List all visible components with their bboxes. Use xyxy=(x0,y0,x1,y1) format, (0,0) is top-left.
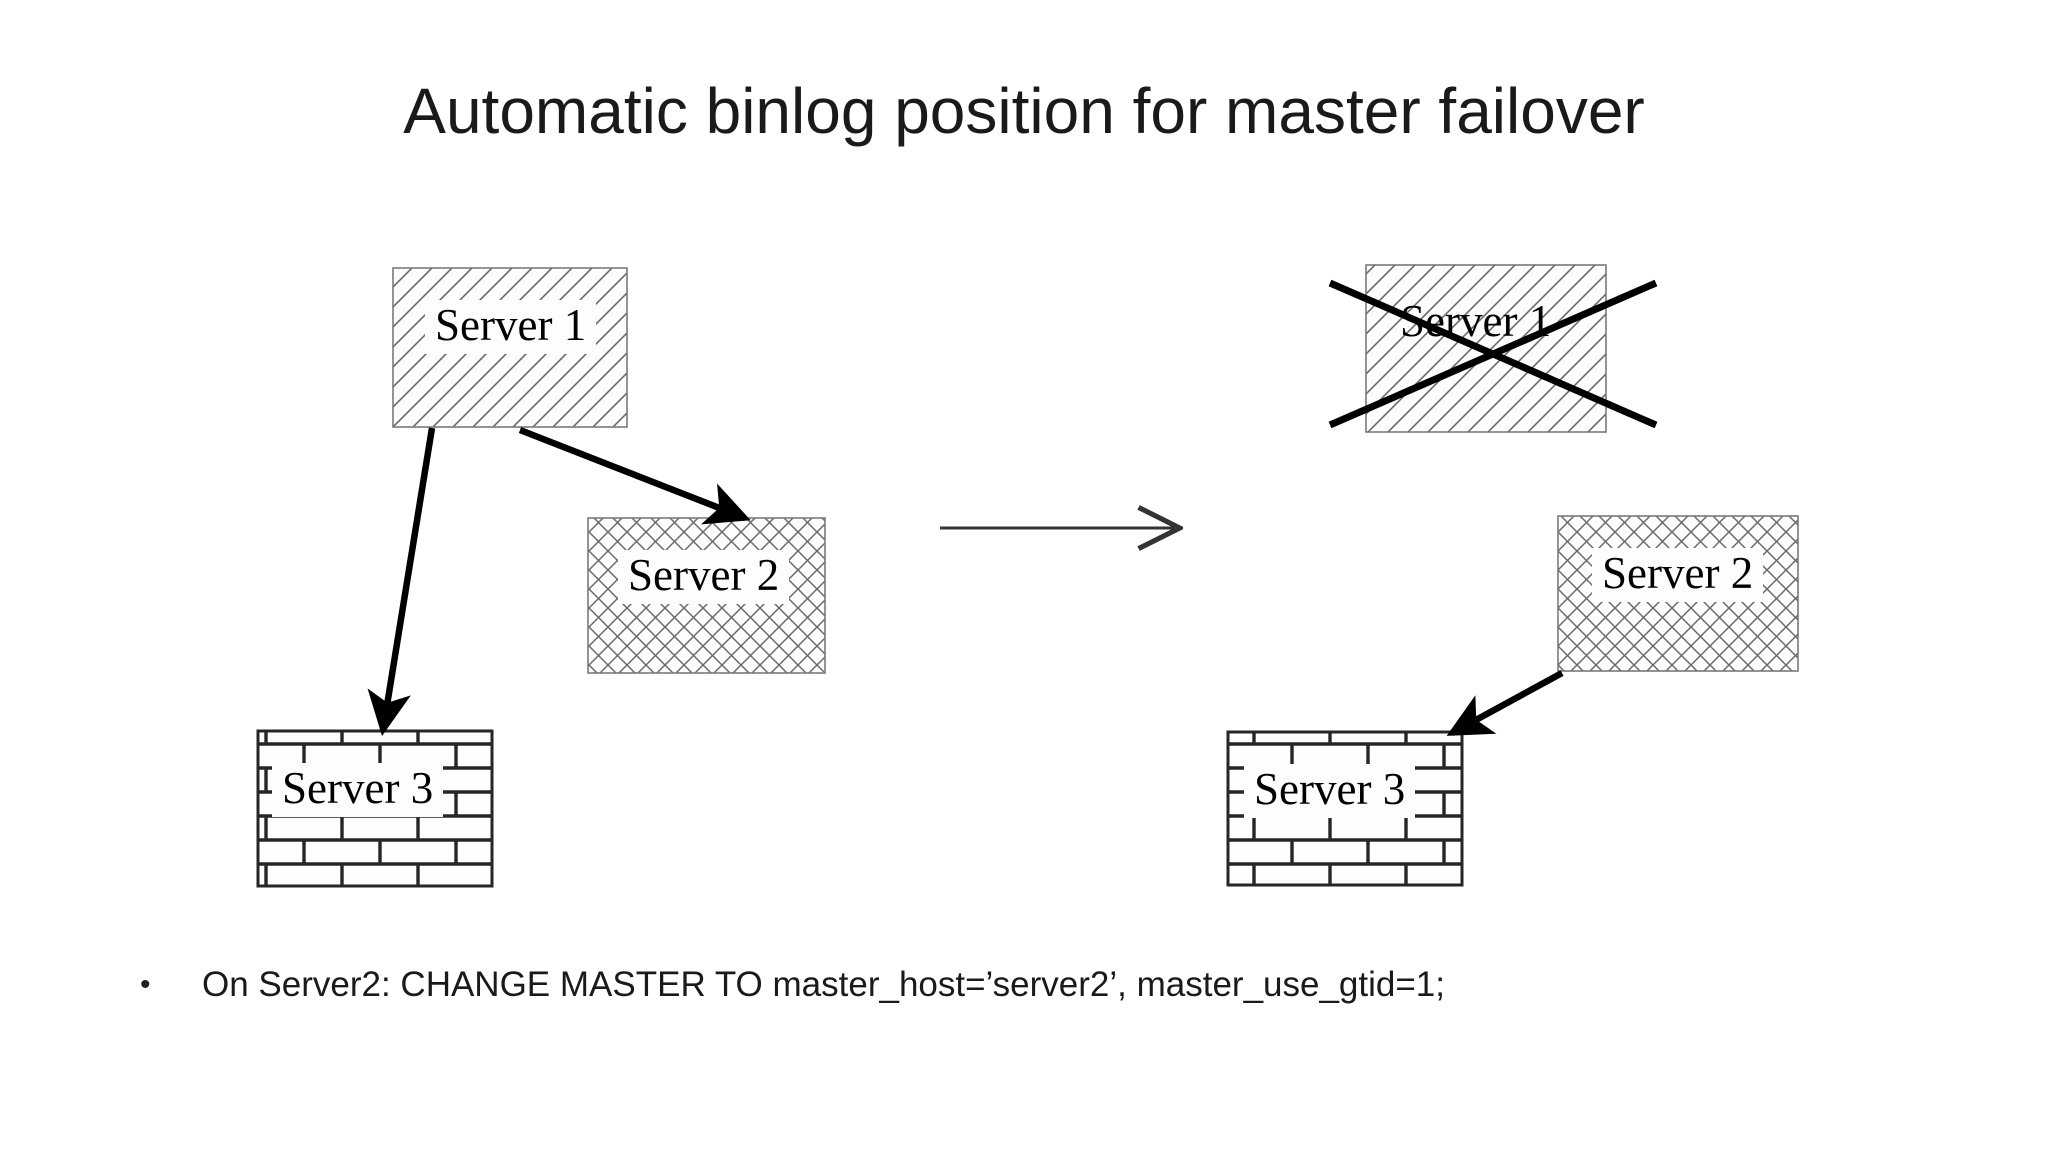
after-server-1-label: Server 1 xyxy=(1400,296,1552,346)
page-title: Automatic binlog position for master fai… xyxy=(403,75,1645,147)
edge-s1-to-s2 xyxy=(518,426,751,525)
before-server-2-label: Server 2 xyxy=(618,550,790,604)
edge-s2-to-s3 xyxy=(1446,670,1564,736)
bullet-list: • On Server2: CHANGE MASTER TO master_ho… xyxy=(140,962,1900,1008)
bullet-text: On Server2: CHANGE MASTER TO master_host… xyxy=(202,965,1445,1004)
after-server-3-label: Server 3 xyxy=(1244,764,1416,818)
before-server-1-label: Server 1 xyxy=(425,300,597,354)
bullet-marker-icon: • xyxy=(140,968,151,1001)
before-server-3-label: Server 3 xyxy=(272,763,444,817)
cross-out-icon xyxy=(1328,279,1658,429)
after-server-2-label: Server 2 xyxy=(1592,548,1764,602)
edge-s1-to-s3 xyxy=(367,427,436,737)
